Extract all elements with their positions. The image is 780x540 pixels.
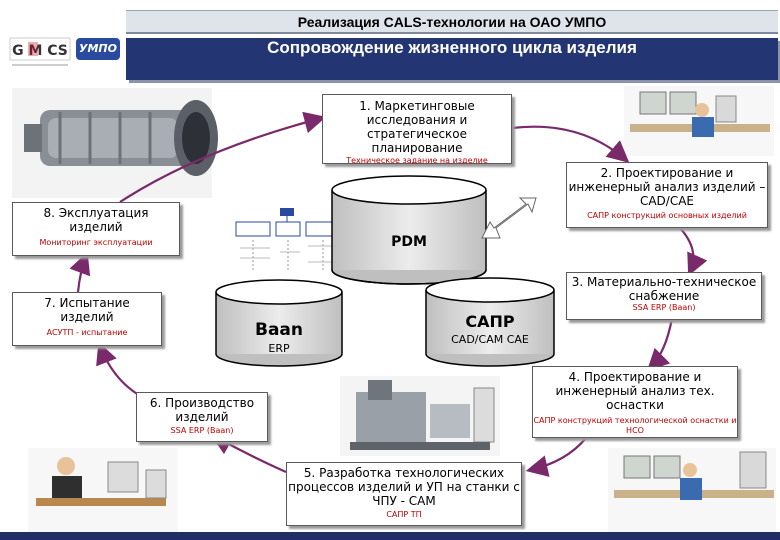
header-band: Сопровождение жизненного цикла изделия: [126, 38, 778, 80]
stage-1-title: 1. Маркетинговые исследования и стратеги…: [359, 99, 475, 155]
page-subtitle: Сопровождение жизненного цикла изделия: [267, 38, 637, 57]
stage-2-note: САПР конструкций основных изделий: [587, 211, 747, 220]
manager-at-desk-image: [28, 448, 178, 532]
stage-7-note: АСУТП - испытание: [46, 328, 128, 337]
stage-6-box: 6. Производство изделий SSA ERP (Baan): [136, 392, 268, 442]
pdm-to-cad-double-arrow: [481, 197, 537, 239]
pdm-database: [331, 175, 487, 285]
stage-8-box: 8. Эксплуатация изделий Мониторинг экспл…: [12, 202, 180, 256]
engineer-workstation-image-top: [624, 86, 774, 156]
process-flowchart-thumbnail: [235, 208, 341, 270]
stage-7-title: 7. Испытание изделий: [44, 296, 130, 324]
gmcs-logo: G M CS: [8, 34, 72, 70]
sapr-database: [425, 277, 555, 367]
stage-4-box: 4. Проектирование и инженерный анализ те…: [532, 366, 738, 438]
baan-sublabel: ERP: [268, 342, 290, 355]
arrow-6-to-7: [96, 341, 145, 399]
sapr-label: САПР: [465, 312, 515, 331]
cnc-machine-image: [340, 376, 500, 456]
gmcs-logo-text: G M CS: [12, 43, 68, 59]
stage-5-title: 5. Разработка технологических процессов …: [288, 466, 520, 508]
arrow-8-to-1: [119, 111, 327, 203]
stage-3-title: 3. Материально-техническое снабжение: [571, 275, 757, 303]
baan-database: [215, 279, 343, 367]
stage-4-note: САПР конструкций технологической оснастк…: [533, 416, 737, 435]
page-title: Реализация CALS-технологии на ОАО УМПО: [126, 10, 778, 34]
stage-7-box: 7. Испытание изделий АСУТП - испытание: [12, 292, 162, 346]
stage-4-title: 4. Проектирование и инженерный анализ те…: [555, 370, 715, 412]
arrow-2-to-3: [679, 227, 708, 277]
stage-5-note: САПР ТП: [386, 510, 422, 519]
stage-2-title: 2. Проектирование и инженерный анализ из…: [568, 166, 766, 208]
bottom-strip: [0, 532, 780, 540]
stage-6-note: SSA ERP (Baan): [170, 426, 234, 435]
stage-3-note: SSA ERP (Baan): [632, 303, 696, 312]
stage-6-title: 6. Производство изделий: [149, 396, 255, 424]
stage-5-box: 5. Разработка технологических процессов …: [286, 462, 522, 526]
stage-1-box: 1. Маркетинговые исследования и стратеги…: [322, 94, 512, 164]
stage-8-note: Мониторинг эксплуатации: [39, 238, 153, 247]
arrow-1-to-2: [511, 125, 630, 163]
sapr-sublabel: CAD/CAM CAE: [451, 333, 529, 346]
jet-engine-image: [12, 88, 218, 198]
baan-label: Baan: [254, 320, 303, 340]
engineer-workstation-image-bottom: [608, 448, 776, 532]
arrow-3-to-4: [646, 317, 674, 372]
pdm-label: PDM: [391, 234, 427, 250]
stage-3-box: 3. Материально-техническое снабжение SSA…: [566, 272, 762, 320]
stage-2-box: 2. Проектирование и инженерный анализ из…: [566, 162, 768, 228]
arrow-4-to-5: [525, 437, 587, 477]
stage-8-title: 8. Эксплуатация изделий: [43, 206, 149, 234]
stage-1-note: Техническое задание на изделие: [346, 156, 488, 165]
arrow-7-to-8: [69, 251, 91, 293]
umpo-logo: УМПО: [76, 38, 120, 60]
